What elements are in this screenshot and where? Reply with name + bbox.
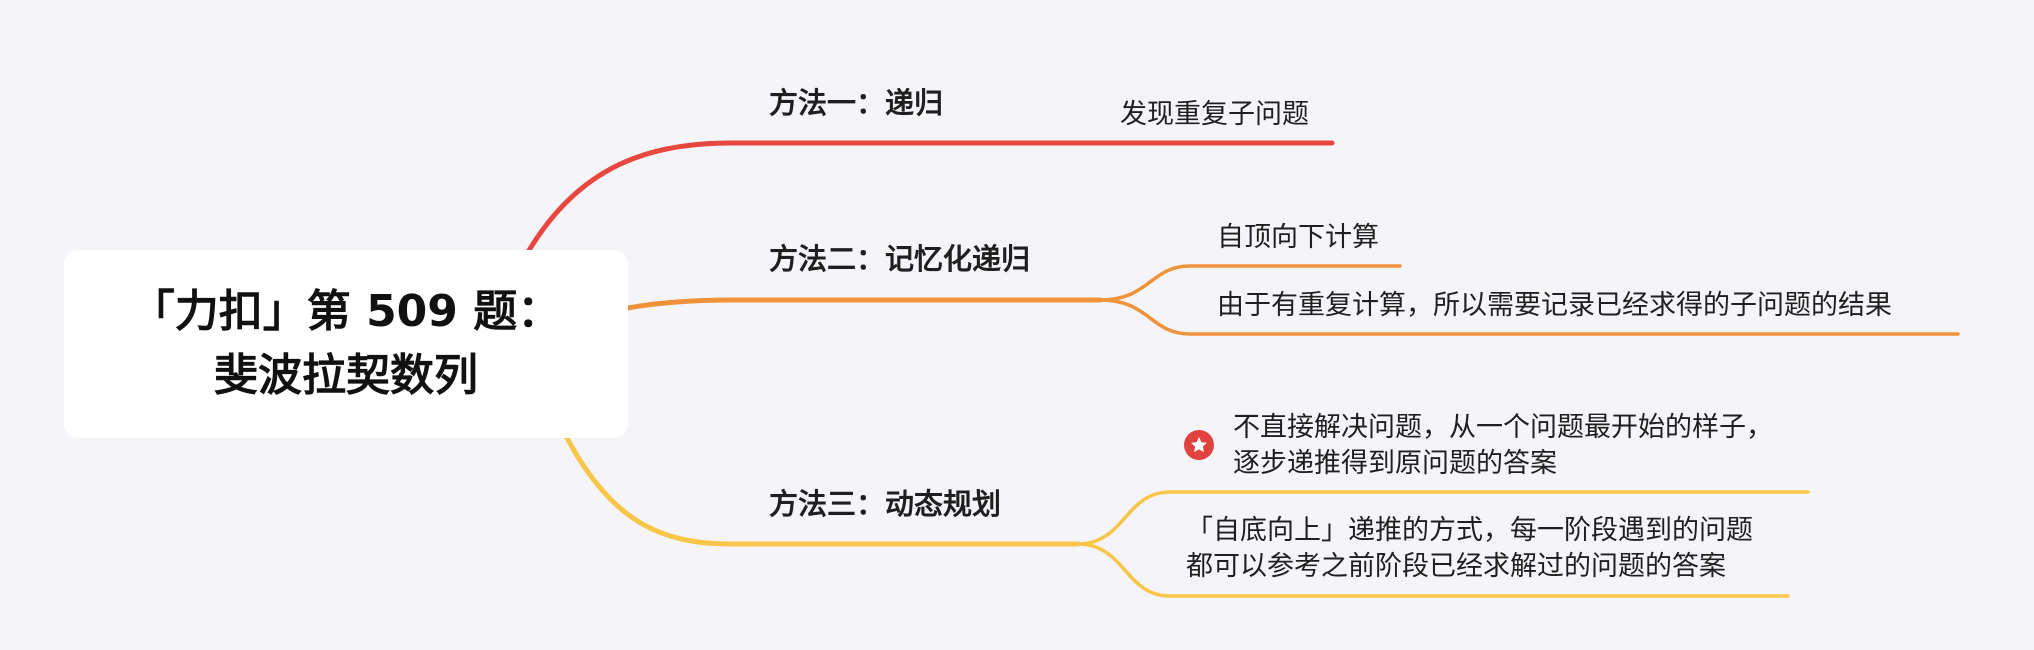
root-title-line-2: 斐波拉契数列 — [214, 350, 478, 401]
branch-2-leaf-1[interactable]: 自顶向下计算 — [1217, 222, 1379, 253]
branch-3-leaf-1-line-1: 不直接解决问题，从一个问题最开始的样子， — [1233, 412, 1773, 443]
branch-3-leaf-1[interactable]: 不直接解决问题，从一个问题最开始的样子， 逐步递推得到原问题的答案 — [1233, 410, 1773, 482]
branch-3-leaf-2[interactable]: 「自底向上」递推的方式，每一阶段遇到的问题 都可以参考之前阶段已经求解过的问题的… — [1186, 513, 1753, 585]
branch-3-leaf-2-line-2: 都可以参考之前阶段已经求解过的问题的答案 — [1186, 551, 1726, 582]
connector-root-to-branch-1 — [525, 140, 1335, 255]
branch-2-leaf-2[interactable]: 由于有重复计算，所以需要记录已经求得的子问题的结果 — [1217, 290, 1892, 321]
branch-3-title[interactable]: 方法三：动态规划 — [769, 487, 1002, 521]
root-topic[interactable]: 「力扣」第 509 题： 斐波拉契数列 — [64, 250, 628, 438]
connector-branch-3-to-leaf-1 — [1076, 490, 1810, 546]
branch-1-title[interactable]: 方法一：递归 — [769, 86, 944, 120]
root-title-line-1: 「力扣」第 509 题： — [130, 286, 562, 337]
connector-branch-2-to-leaf-2 — [1098, 298, 1960, 336]
branch-2-title[interactable]: 方法二：记忆化递归 — [769, 242, 1031, 276]
branch-3-leaf-2-line-1: 「自底向上」递推的方式，每一阶段遇到的问题 — [1186, 515, 1753, 546]
connector-root-to-branch-2 — [625, 297, 1103, 311]
connector-root-to-branch-3 — [563, 433, 1081, 547]
star-icon — [1184, 430, 1214, 460]
branch-3-leaf-1-line-2: 逐步递推得到原问题的答案 — [1233, 448, 1557, 479]
connector-branch-3-to-leaf-2 — [1076, 542, 1790, 598]
connector-branch-2-to-leaf-1 — [1098, 264, 1402, 302]
branch-1-leaf-1[interactable]: 发现重复子问题 — [1120, 99, 1309, 130]
